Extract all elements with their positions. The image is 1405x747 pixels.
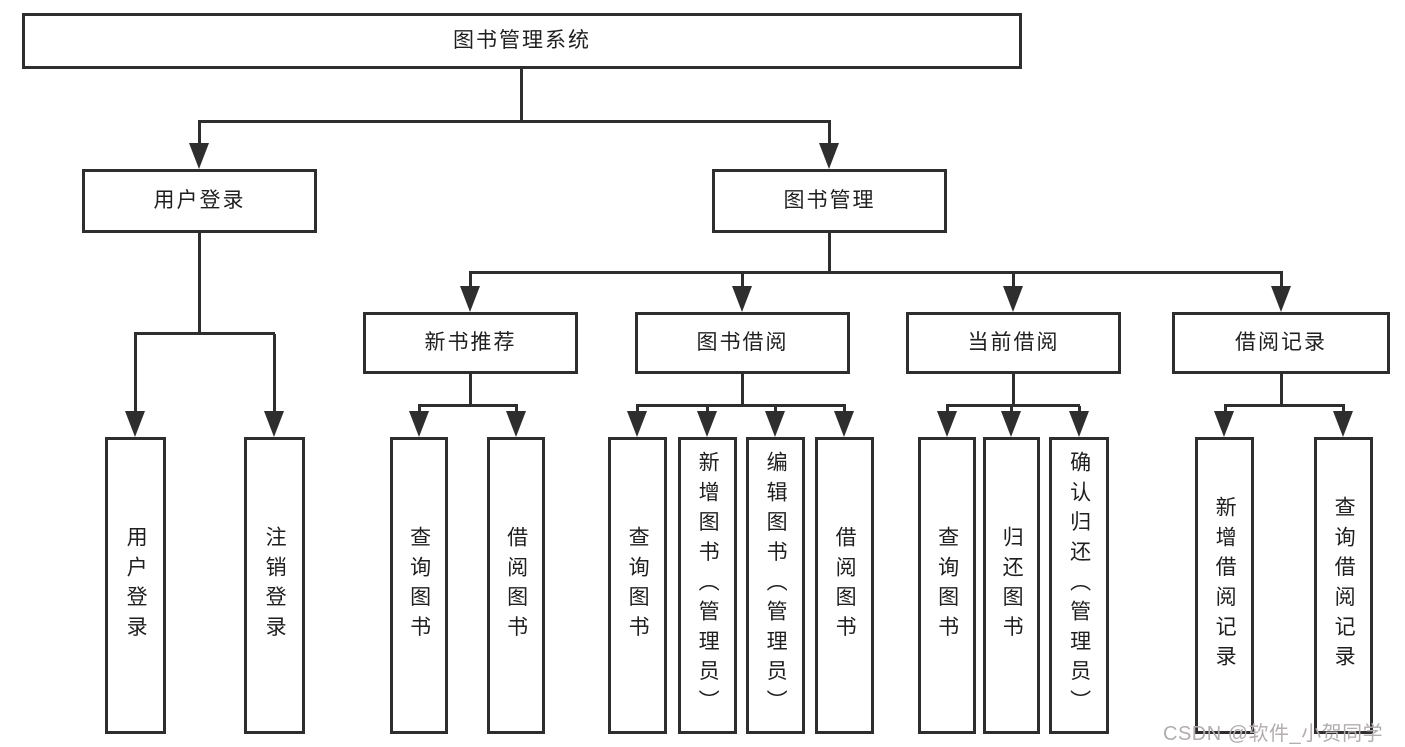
connector-line	[469, 271, 1283, 274]
arrow-down-icon	[506, 411, 526, 437]
leaf-bb-borrow-books: 借阅图书	[815, 437, 874, 734]
leaf-nbr-query-books: 查询图书	[390, 437, 448, 734]
node-book-borrow: 图书借阅	[635, 312, 850, 374]
leaf-br-query-record: 查询借阅记录	[1314, 437, 1373, 734]
connector-line	[828, 233, 831, 273]
connector-line	[520, 69, 523, 123]
watermark: CSDN @软件_小贺同学	[1163, 723, 1384, 745]
connector-line	[843, 406, 846, 414]
connector-line	[946, 406, 949, 414]
connector-line	[1224, 404, 1345, 407]
arrow-down-icon	[937, 411, 957, 437]
leaf-user-login: 用户登录	[105, 437, 166, 734]
leaf-bb-edit-books-admin: 编辑图书（管理员）	[746, 437, 805, 734]
connector-line	[1078, 406, 1081, 414]
arrow-down-icon	[819, 143, 839, 169]
connector-line	[418, 406, 421, 414]
arrow-down-icon	[1271, 286, 1291, 312]
leaf-cb-query-books: 查询图书	[918, 437, 976, 734]
connector-line	[741, 374, 744, 406]
connector-line	[515, 406, 518, 414]
node-borrow-records: 借阅记录	[1172, 312, 1390, 374]
arrow-down-icon	[1001, 411, 1021, 437]
arrow-down-icon	[697, 411, 717, 437]
connector-line	[774, 406, 777, 414]
leaf-cb-return-books: 归还图书	[983, 437, 1040, 734]
connector-line	[198, 233, 201, 334]
connector-line	[273, 334, 276, 413]
arrow-down-icon	[834, 411, 854, 437]
arrow-down-icon	[1214, 411, 1234, 437]
arrow-down-icon	[1333, 411, 1353, 437]
connector-line	[946, 404, 1080, 407]
leaf-br-add-record: 新增借阅记录	[1195, 437, 1254, 734]
node-current-borrow: 当前借阅	[906, 312, 1121, 374]
node-user-login: 用户登录	[82, 169, 317, 233]
connector-line	[134, 332, 275, 335]
arrow-down-icon	[409, 411, 429, 437]
arrow-down-icon	[732, 286, 752, 312]
leaf-bb-add-books-admin: 新增图书（管理员）	[678, 437, 737, 734]
connector-line	[1012, 374, 1015, 406]
connector-line	[469, 273, 472, 288]
leaf-nbr-borrow-books: 借阅图书	[487, 437, 545, 734]
connector-line	[1012, 273, 1015, 288]
node-book-management: 图书管理	[712, 169, 947, 233]
arrow-down-icon	[627, 411, 647, 437]
connector-line	[469, 374, 472, 406]
arrow-down-icon	[1069, 411, 1089, 437]
connector-line	[198, 120, 831, 123]
connector-line	[741, 273, 744, 288]
arrow-down-icon	[460, 286, 480, 312]
connector-line	[636, 406, 639, 414]
arrow-down-icon	[189, 143, 209, 169]
connector-line	[828, 122, 831, 146]
connector-line	[1224, 406, 1227, 414]
arrow-down-icon	[125, 411, 145, 437]
node-new-book-recommend: 新书推荐	[363, 312, 578, 374]
arrow-down-icon	[765, 411, 785, 437]
connector-line	[134, 334, 137, 413]
leaf-logout-login: 注销登录	[244, 437, 305, 734]
connector-line	[706, 406, 709, 414]
leaf-cb-confirm-return-admin: 确认归还（管理员）	[1049, 437, 1109, 734]
connector-line	[1280, 273, 1283, 288]
leaf-bb-query-books: 查询图书	[608, 437, 667, 734]
arrow-down-icon	[264, 411, 284, 437]
arrow-down-icon	[1003, 286, 1023, 312]
connector-line	[198, 122, 201, 146]
connector-line	[418, 404, 518, 407]
connector-line	[636, 404, 846, 407]
node-root: 图书管理系统	[22, 13, 1022, 69]
connector-line	[1010, 406, 1013, 414]
connector-line	[1342, 406, 1345, 414]
connector-line	[1280, 374, 1283, 406]
